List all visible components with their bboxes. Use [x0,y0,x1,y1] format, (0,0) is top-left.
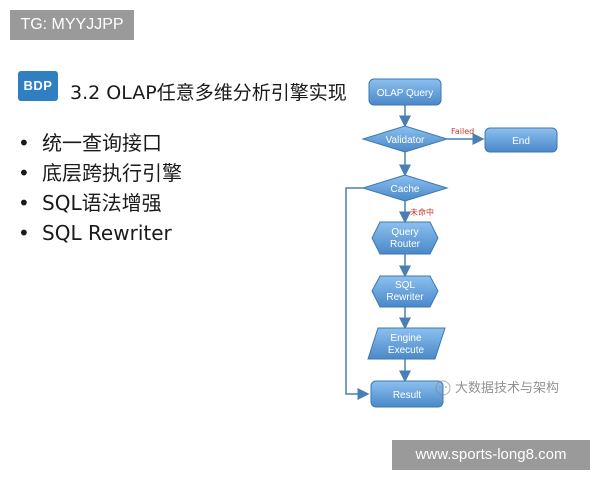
bullet-item: 统一查询接口 [18,128,182,158]
node-label: OLAP Query [377,88,434,99]
bullet-item: 底层跨执行引擎 [18,158,182,188]
node-result [370,380,444,408]
node-olap-query [368,78,442,106]
node-cache [361,174,449,202]
node-label: End [512,136,530,147]
edge-label-miss: 未命中 [410,207,434,217]
node-end [484,127,558,153]
flowchart: OLAP Query Validator End Cache Query Rou… [345,78,559,408]
watermark-icon [435,380,451,396]
node-sql-rewriter [371,275,439,308]
node-label: Query [391,227,418,238]
node-label: Cache [391,184,420,195]
top-left-tag: TG: MYYJJPP [10,10,134,40]
bullet-list: 统一查询接口 底层跨执行引擎 SQL语法增强 SQL Rewriter [18,128,182,248]
watermark-text: 大数据技术与架构 [455,381,559,396]
slide-title: 3.2 OLAP任意多维分析引擎实现 [70,82,347,104]
node-label: Rewriter [386,292,424,303]
edge-label-failed: Failed [451,127,474,136]
node-label: Result [393,390,422,401]
bullet-item: SQL Rewriter [18,218,182,248]
node-query-router [371,221,439,255]
node-validator [361,125,449,153]
bottom-right-tag: www.sports-long8.com [392,440,590,470]
node-label: Router [390,239,421,250]
node-label: Validator [386,135,425,146]
bdp-logo: BDP [18,71,58,101]
edge-cache-hit-result [345,187,370,400]
node-engine-execute [367,327,446,360]
bullet-item: SQL语法增强 [18,188,182,218]
slide: BDP 3.2 OLAP任意多维分析引擎实现 统一查询接口 底层跨执行引擎 SQ… [0,48,600,438]
node-label: SQL [395,280,415,291]
node-label: Engine [390,333,422,344]
node-label: Execute [388,345,425,356]
